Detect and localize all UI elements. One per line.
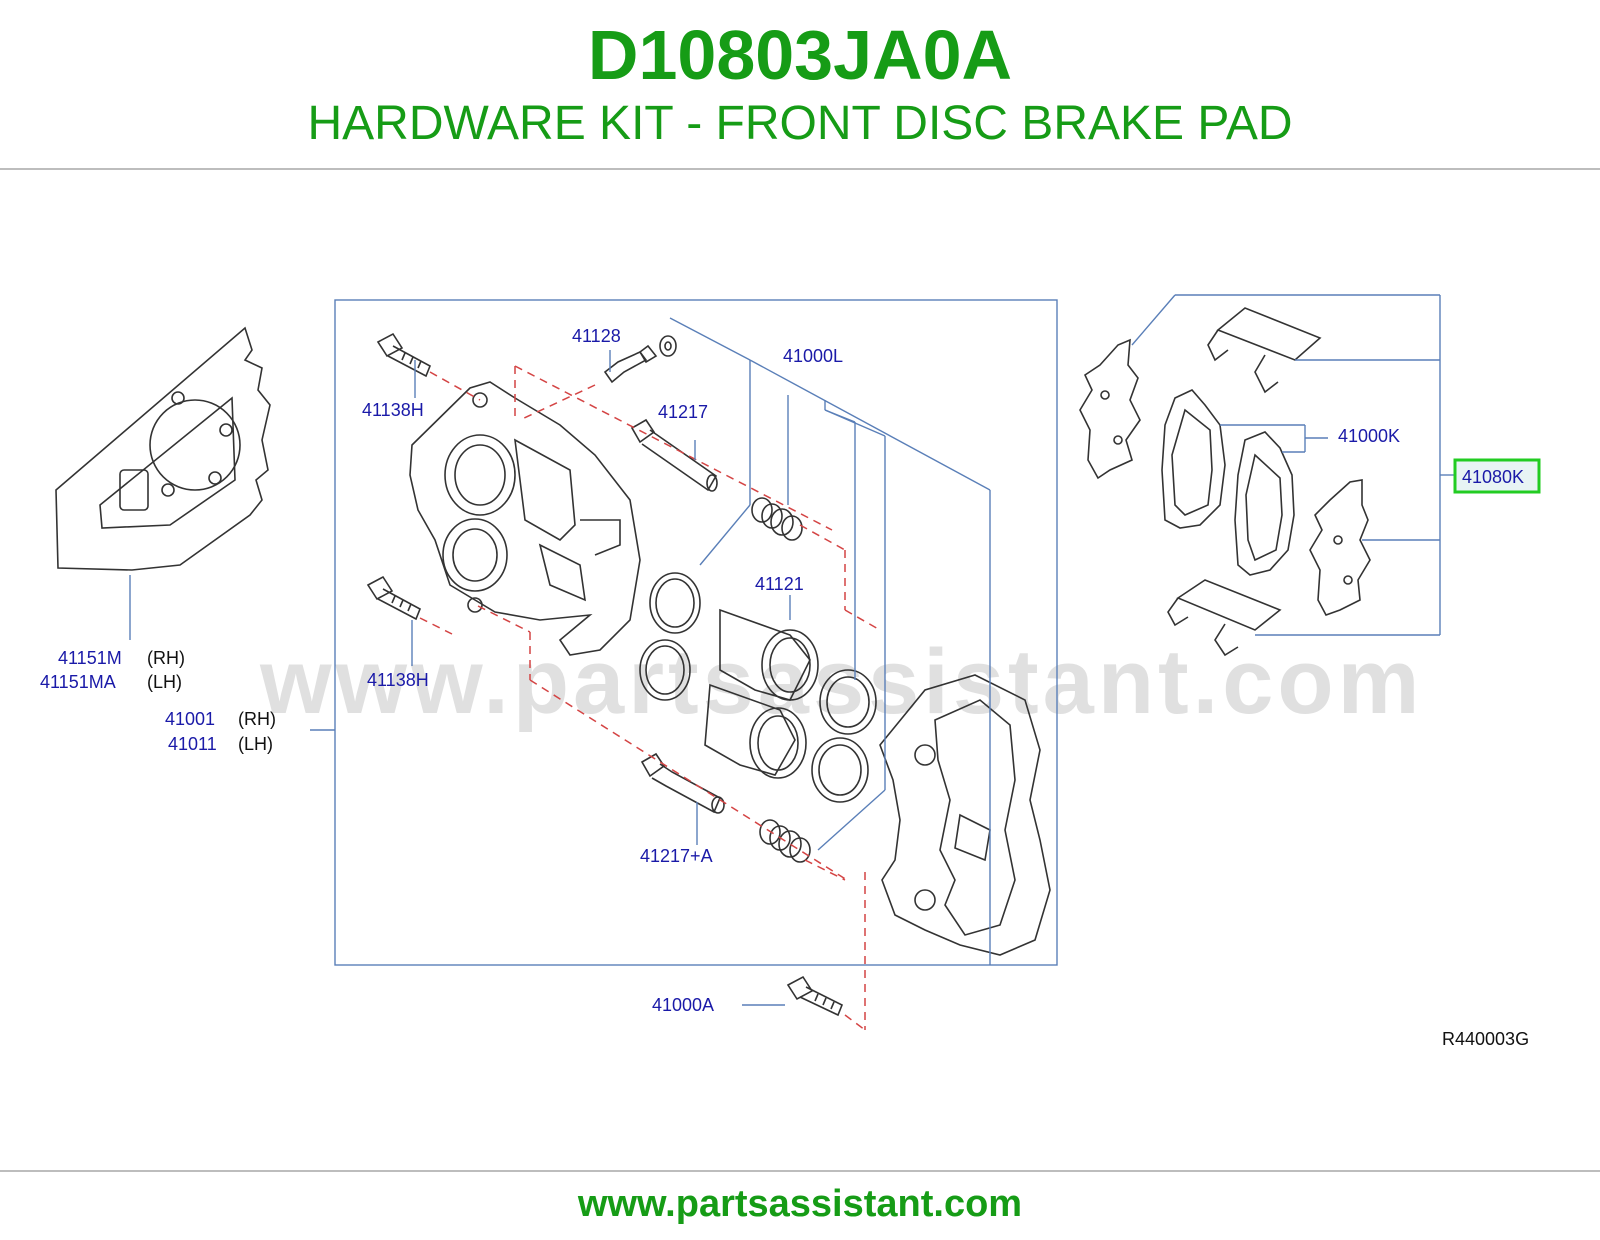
callout-41000k: 41000K [1338,426,1400,446]
assembly-dash-lines [419,365,881,1031]
part-number-title: D10803JA0A [587,16,1013,94]
splash-shield-drawing [55,326,271,571]
callout-41151m: 41151M [58,648,122,668]
exploded-brake-diagram: 41128 41000L 41138H 41217 41121 41138H 4… [40,294,1541,1049]
reference-code: R440003G [1442,1029,1529,1049]
callout-41128: 41128 [572,326,621,346]
guide-pin-upper-drawing [630,418,718,492]
side-label-41001: (RH) [238,709,276,729]
bleeder-screw-drawing [603,335,677,384]
pistons-drawing [704,608,819,779]
piston-seal-right-upper-drawing [819,669,877,735]
dust-boot-upper-drawing [751,497,803,541]
callout-41151ma: 41151MA [40,672,116,692]
pad-shim-outer-drawing [1079,338,1141,480]
side-label-41011: (LH) [238,734,273,754]
highlight-41080k[interactable]: 41080K [1453,458,1541,494]
callout-41011: 41011 [168,734,217,754]
caliper-bracket-drawing [879,674,1051,956]
header-divider [0,168,1600,170]
brake-pad-outer-drawing [1234,431,1295,576]
callout-41000l: 41000L [783,346,843,366]
piston-seal-right-lower-drawing [811,737,869,803]
side-label-41151ma: (LH) [147,672,182,692]
brake-pad-inner-drawing [1161,389,1226,529]
footer-url[interactable]: www.partsassistant.com [577,1183,1023,1225]
pad-shim-inner-drawing [1309,479,1371,616]
callout-41138h-bottom: 41138H [367,670,429,690]
anti-rattle-clip-lower-drawing [1167,579,1282,657]
callout-41000a: 41000A [652,995,714,1015]
guide-pin-lower-drawing [640,752,725,814]
caliper-body-drawing [409,381,641,656]
bolt-41138h-bottom-drawing [366,575,422,621]
callout-41080k: 41080K [1462,467,1524,487]
callout-41217a: 41217+A [640,846,713,866]
callout-41217: 41217 [658,402,708,422]
anti-rattle-clip-upper-drawing [1207,307,1322,394]
callout-41001: 41001 [165,709,215,729]
callout-41121: 41121 [755,574,804,594]
callout-41138h-top: 41138H [362,400,424,420]
header: D10803JA0A HARDWARE KIT - FRONT DISC BRA… [0,0,1600,172]
piston-seal-lower-drawing [639,639,691,701]
footer-divider [0,1170,1600,1172]
leader-lines [129,294,1455,1006]
part-description: HARDWARE KIT - FRONT DISC BRAKE PAD [307,97,1293,150]
bolt-41138h-top-drawing [376,332,432,378]
piston-seal-upper-drawing [649,572,701,634]
dust-boot-lower-drawing [759,819,811,863]
watermark: www.partsassistant.com [260,631,1424,733]
mounting-bolt-drawing [786,975,844,1017]
side-label-41151m: (RH) [147,648,185,668]
